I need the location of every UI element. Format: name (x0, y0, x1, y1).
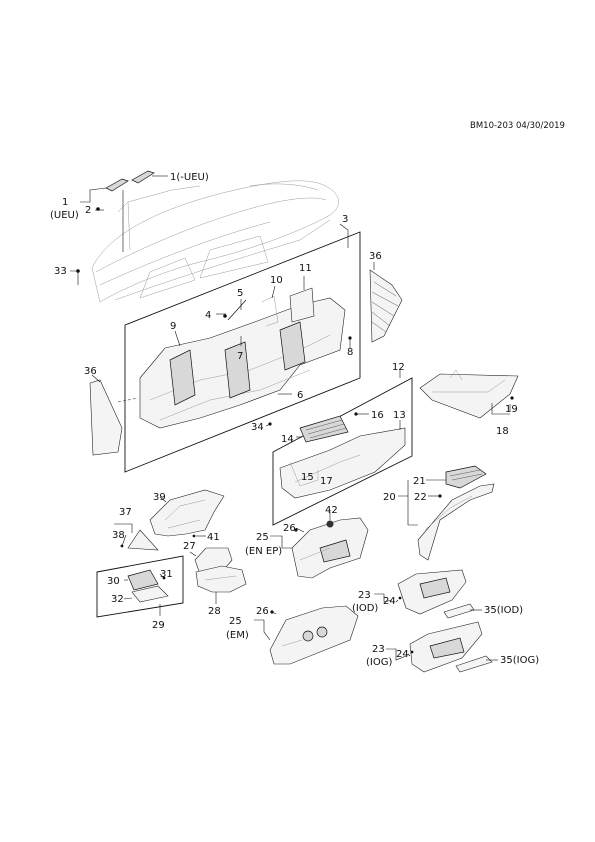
part-24-clip-b (410, 650, 414, 654)
part-26-clip-a (294, 528, 298, 532)
part-32-switch-bezel (131, 585, 169, 603)
callout-cem: (EM) (226, 630, 249, 641)
callout-c32: 32 (111, 594, 124, 605)
part-21-vent (445, 465, 487, 489)
callout-c28: 28 (208, 606, 221, 617)
callout-c21: 21 (413, 476, 426, 487)
callout-c11: 11 (299, 263, 312, 274)
callout-c35iog: 35(IOG) (500, 655, 539, 666)
part-30-switch (127, 569, 159, 591)
part-5-bolt (227, 299, 247, 321)
group-box-29 (96, 555, 184, 618)
callout-c39: 39 (153, 492, 166, 503)
part-1-bracket (105, 170, 155, 252)
part-35-strip-iog (455, 655, 493, 673)
part-19-clip (510, 396, 514, 400)
callout-c1: 1 (62, 197, 68, 208)
callout-c38: 38 (112, 530, 125, 541)
callout-c8: 8 (347, 347, 353, 358)
callout-ciog: (IOG) (366, 657, 392, 668)
callout-c35iod: 35(IOD) (484, 605, 523, 616)
callout-c25a: 25 (256, 532, 269, 543)
part-24-clip-a (398, 596, 402, 600)
callout-c10: 10 (270, 275, 283, 286)
part-25-center-stack-en-ep (291, 517, 369, 579)
part-39-cluster-hood (149, 489, 225, 537)
callout-c34: 34 (251, 422, 264, 433)
callout-c6: 6 (297, 390, 303, 401)
callout-c23b: 23 (372, 644, 385, 655)
callout-c20: 20 (383, 492, 396, 503)
part-25-center-stack-em (269, 605, 359, 665)
dashboard-assembly-outline (91, 180, 339, 303)
part-14-vent (299, 415, 349, 443)
part-41-clip (192, 534, 196, 538)
part-28-column-cover (195, 565, 247, 593)
callout-c5: 5 (237, 288, 243, 299)
callout-c24b: 24 (396, 649, 409, 660)
part-35-strip-iod (443, 603, 475, 619)
callout-c16: 16 (371, 410, 384, 421)
part-18-tray (419, 369, 519, 419)
callout-c12: 12 (392, 362, 405, 373)
part-4-screw (223, 314, 227, 318)
part-23-trim-iod (397, 569, 467, 615)
callout-c15: 15 (301, 472, 314, 483)
part-20-console-side (417, 483, 495, 561)
callout-c27: 27 (183, 541, 196, 552)
part-36-right-duct (369, 269, 403, 343)
callout-c26b: 26 (256, 606, 269, 617)
callout-c19: 19 (505, 404, 518, 415)
part-23-trim-iog (409, 621, 483, 673)
callout-c1ueu: 1(-UEU) (170, 172, 209, 183)
callout-c17: 17 (320, 476, 333, 487)
callout-c3: 3 (342, 214, 348, 225)
callout-c2: 2 (85, 205, 91, 216)
callout-cenep: (EN EP) (245, 546, 282, 557)
part-42-knob (326, 520, 334, 528)
callout-c13: 13 (393, 410, 406, 421)
leader-lines (70, 175, 511, 661)
part-36-left-panel (89, 379, 139, 456)
callout-c9: 9 (170, 321, 176, 332)
part-13-trim (279, 427, 406, 499)
document-id: BM10-203 04/30/2019 (470, 121, 565, 131)
callout-ciod: (IOD) (352, 603, 378, 614)
callout-c4: 4 (205, 310, 211, 321)
part-3-carrier (139, 287, 346, 429)
callout-c22: 22 (414, 492, 427, 503)
callout-c7: 7 (237, 351, 243, 362)
callout-c23a: 23 (358, 590, 371, 601)
part-37-trim (127, 529, 159, 551)
callout-c36a: 36 (369, 251, 382, 262)
callout-c14: 14 (281, 434, 294, 445)
callout-c36b: 36 (84, 366, 97, 377)
callout-c18: 18 (496, 426, 509, 437)
callout-c25b: 25 (229, 616, 242, 627)
callout-c24a: 24 (383, 596, 396, 607)
callout-c26a: 26 (283, 523, 296, 534)
callout-c29: 29 (152, 620, 165, 631)
callout-c41: 41 (207, 532, 220, 543)
callout-c31: 31 (160, 569, 173, 580)
callout-c33: 33 (54, 266, 67, 277)
callout-c1b: (UEU) (50, 210, 79, 221)
callout-c42: 42 (325, 505, 338, 516)
group-box-12 (272, 377, 413, 526)
callout-c30: 30 (107, 576, 120, 587)
callout-c37: 37 (119, 507, 132, 518)
group-box-3 (124, 231, 361, 473)
